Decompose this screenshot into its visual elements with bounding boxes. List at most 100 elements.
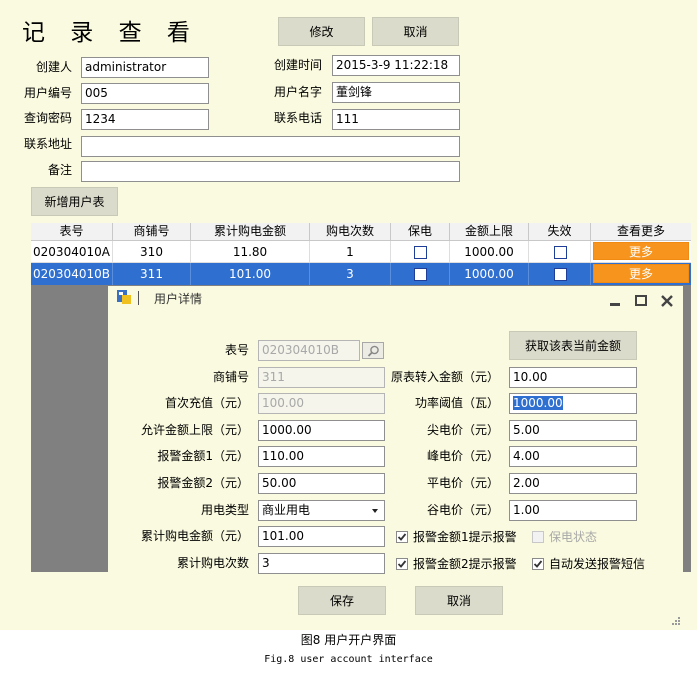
allow-limit-field[interactable]: 1000.00	[258, 420, 385, 441]
total-amount-cell: 101.00	[191, 263, 310, 285]
alarm2-label: 报警金额2（元）	[157, 476, 249, 490]
power-threshold-label: 功率阈值（瓦）	[414, 396, 499, 410]
page-title: 记 录 查 看	[22, 20, 199, 46]
phone-label: 联系电话	[273, 111, 322, 125]
column-header-invalid[interactable]: 失效	[529, 223, 591, 240]
user-name-field[interactable]: 董剑锋	[332, 82, 460, 103]
total-amount-label: 累计购电金额（元）	[140, 529, 249, 543]
count-cell: 3	[310, 263, 391, 285]
user-detail-dialog: 用户详情 获取该表当前金额 表号 020304010B 商铺号 311 首次充值…	[108, 286, 683, 630]
meter-field[interactable]: 020304010B	[258, 340, 360, 361]
column-header-limit[interactable]: 金额上限	[450, 223, 529, 240]
elec-type-label: 用电类型	[200, 503, 249, 517]
query-password-field[interactable]: 1234	[81, 109, 209, 130]
dropdown-arrow-icon	[369, 504, 381, 517]
column-header-protect[interactable]: 保电	[391, 223, 450, 240]
creator-field[interactable]: administrator	[81, 57, 209, 78]
meter-label: 表号	[224, 343, 249, 357]
invalid-cell	[529, 263, 591, 285]
invalid-checkbox[interactable]	[553, 246, 567, 259]
table-row-selected[interactable]: 020304010B 311 101.00 3 1000.00 更多	[31, 263, 691, 285]
peak-price-field[interactable]: 4.00	[509, 446, 637, 467]
protect-checkbox[interactable]	[414, 268, 427, 281]
more-button[interactable]: 更多	[593, 264, 689, 283]
alarm1-field[interactable]: 110.00	[258, 446, 385, 467]
grid-header: 表号 商铺号 累计购电金额 购电次数 保电 金额上限 失效 查看更多	[31, 223, 691, 241]
user-no-field[interactable]: 005	[81, 83, 209, 104]
more-cell: 更多	[591, 263, 691, 285]
sharp-price-label: 尖电价（元）	[426, 423, 499, 437]
shop-field[interactable]: 311	[258, 367, 385, 388]
user-no-label: 用户编号	[23, 86, 72, 100]
remark-label: 备注	[47, 163, 72, 177]
limit-cell: 1000.00	[450, 241, 529, 263]
more-button[interactable]: 更多	[593, 242, 689, 260]
protect-status-label: 保电状态	[549, 530, 598, 544]
first-recharge-field[interactable]: 100.00	[258, 393, 385, 414]
query-password-label: 查询密码	[23, 111, 72, 125]
column-header-total-amount[interactable]: 累计购电金额	[191, 223, 310, 240]
total-amount-cell: 11.80	[191, 241, 310, 263]
remark-field[interactable]	[81, 161, 460, 182]
dialog-title: 用户详情	[154, 292, 203, 306]
auto-sms-checkbox[interactable]	[532, 558, 544, 570]
invalid-checkbox[interactable]	[553, 268, 567, 281]
column-header-more[interactable]: 查看更多	[616, 224, 665, 238]
user-name-label: 用户名字	[273, 85, 322, 99]
valley-price-label: 谷电价（元）	[426, 503, 499, 517]
column-header-shop[interactable]: 商铺号	[113, 223, 191, 240]
peak-price-label: 峰电价（元）	[426, 449, 499, 463]
count-cell: 1	[310, 241, 391, 263]
alarm2-notify-checkbox[interactable]	[396, 558, 408, 570]
sharp-price-field[interactable]: 5.00	[509, 420, 637, 441]
shop-label: 商铺号	[212, 370, 249, 384]
alarm1-label: 报警金额1（元）	[157, 449, 249, 463]
app-icon	[117, 290, 131, 304]
alarm1-notify-label: 报警金额1提示报警	[413, 530, 517, 544]
allow-limit-label: 允许金额上限（元）	[140, 423, 249, 437]
column-header-meter[interactable]: 表号	[31, 223, 113, 240]
address-field[interactable]	[81, 136, 460, 157]
auto-sms-label: 自动发送报警短信	[549, 557, 646, 571]
checkmark-icon	[397, 560, 407, 568]
alarm1-notify-checkbox[interactable]	[396, 531, 408, 543]
column-header-purchase-count[interactable]: 购电次数	[310, 223, 391, 240]
protect-status-checkbox[interactable]	[532, 531, 544, 543]
orig-transfer-field[interactable]: 10.00	[509, 367, 637, 388]
elec-type-select[interactable]: 商业用电	[258, 500, 385, 521]
table-row[interactable]: 020304010A 310 11.80 1 1000.00 更多	[31, 241, 691, 263]
elec-type-value: 商业用电	[262, 503, 311, 517]
protect-checkbox[interactable]	[414, 246, 427, 259]
figure-caption-en: Fig.8 user account interface	[264, 654, 433, 665]
dialog-cancel-button[interactable]: 取消	[415, 586, 503, 615]
alarm2-notify-label: 报警金额2提示报警	[413, 557, 517, 571]
power-threshold-field[interactable]: 1000.00	[509, 393, 637, 414]
meter-cell: 020304010A	[31, 241, 113, 263]
alarm2-field[interactable]: 50.00	[258, 473, 385, 494]
flat-price-label: 平电价（元）	[426, 476, 499, 490]
total-count-field[interactable]: 3	[258, 553, 385, 574]
created-time-label: 创建时间	[273, 58, 322, 72]
orig-transfer-label: 原表转入金额（元）	[390, 370, 499, 384]
phone-field[interactable]: 111	[332, 109, 460, 130]
search-button[interactable]	[362, 342, 384, 359]
save-button[interactable]: 保存	[298, 586, 386, 615]
add-meter-button[interactable]: 新增用户表	[31, 187, 118, 216]
shop-cell: 310	[113, 241, 191, 263]
modify-button[interactable]: 修改	[278, 17, 365, 46]
resize-grip-icon[interactable]	[669, 616, 681, 628]
shop-cell: 311	[113, 263, 191, 285]
created-time-field[interactable]: 2015-3-9 11:22:18	[332, 55, 460, 76]
dialog-titlebar[interactable]: 用户详情	[108, 286, 683, 314]
limit-cell: 1000.00	[450, 263, 529, 285]
valley-price-field[interactable]: 1.00	[509, 500, 637, 521]
checkmark-icon	[397, 533, 407, 541]
get-current-amount-button[interactable]: 获取该表当前金额	[509, 331, 637, 360]
close-icon[interactable]	[660, 294, 674, 308]
minimize-icon[interactable]	[608, 294, 622, 308]
selected-text: 1000.00	[513, 396, 563, 410]
maximize-icon[interactable]	[634, 294, 648, 308]
cancel-button[interactable]: 取消	[372, 17, 459, 46]
flat-price-field[interactable]: 2.00	[509, 473, 637, 494]
total-amount-field[interactable]: 101.00	[258, 526, 385, 547]
